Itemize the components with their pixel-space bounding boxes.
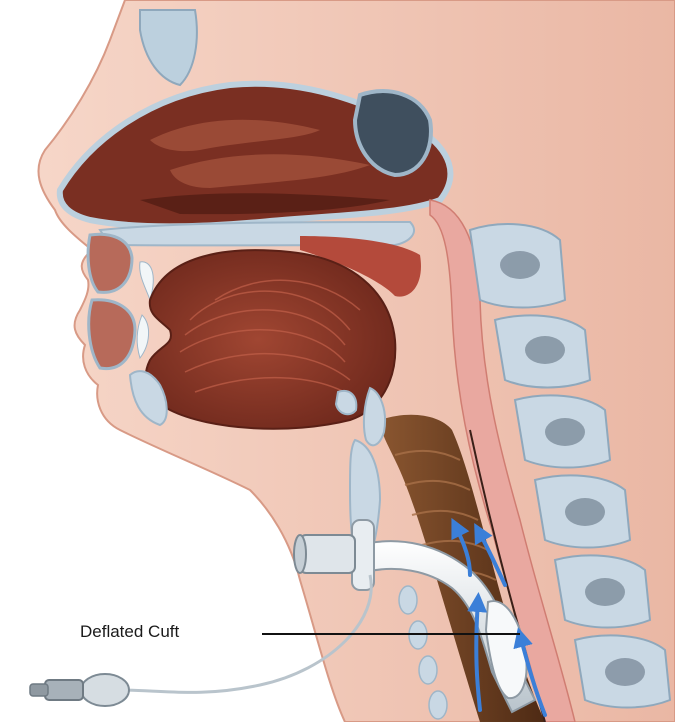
pilot-balloon-icon bbox=[30, 674, 129, 706]
hyoid-bone bbox=[336, 391, 356, 414]
deflated-cuff-label: Deflated Cuft bbox=[80, 622, 179, 642]
lower-lip bbox=[89, 300, 135, 369]
tube-connector-opening bbox=[294, 535, 306, 573]
upper-lip bbox=[88, 234, 132, 292]
tongue bbox=[146, 250, 396, 429]
tube-connector bbox=[300, 535, 355, 573]
